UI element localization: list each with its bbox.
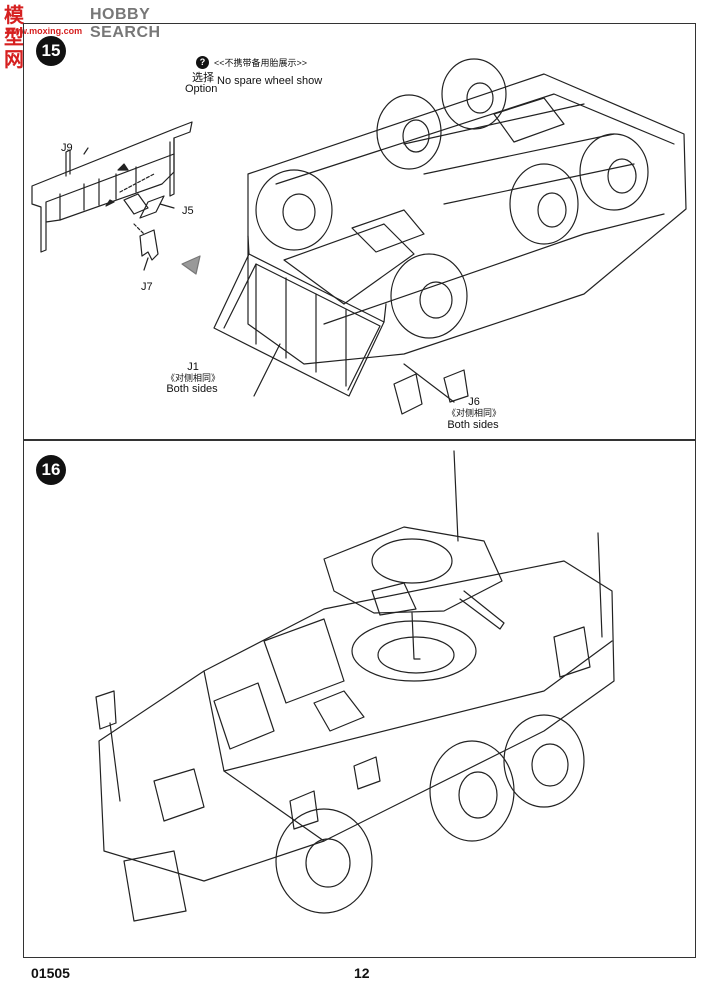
frame-j1-drawing xyxy=(213,235,387,397)
step-16-drawing xyxy=(95,450,615,922)
option-note-en: No spare wheel show xyxy=(217,75,323,87)
watermark-logo: 模型网 xyxy=(4,3,25,71)
part-label-j7: J7 xyxy=(141,281,153,293)
turret-drawing xyxy=(323,526,505,660)
antenna-drawing xyxy=(453,450,603,638)
part-j6-note-zh: 《对侧相同》 xyxy=(446,408,501,418)
part-label-j6: J6 xyxy=(468,396,480,408)
watermark-url: www.moxing.com xyxy=(6,26,83,36)
wheel-drawing xyxy=(255,58,649,339)
watermark-text: HOBBY SEARCH xyxy=(90,6,161,41)
part-j6-note-en: Both sides xyxy=(447,419,499,431)
step-16-panel: 16 xyxy=(23,440,696,958)
part-j1-note-zh: 《对侧相同》 xyxy=(165,373,220,383)
bumper-j9-drawing xyxy=(31,121,193,253)
arrow-icon xyxy=(181,255,201,275)
step-15-drawing xyxy=(31,58,687,415)
option-label-en: Option xyxy=(185,83,218,95)
vehicle-hull-drawing xyxy=(98,560,615,882)
step-15-panel: 15 ? <<不携带备用胎展示>> 选择 Option No spare whe… xyxy=(23,23,696,440)
step-j6-drawing xyxy=(83,147,469,415)
part-j1-note-en: Both sides xyxy=(166,383,218,395)
bracket-j7-drawing xyxy=(133,223,159,261)
part-label-j9: J9 xyxy=(61,142,73,154)
option-note-zh: <<不携带备用胎展示>> xyxy=(214,58,308,68)
bracket-j5-drawing xyxy=(105,163,165,219)
wheel-drawing xyxy=(123,714,585,922)
option-label-zh: 选择 xyxy=(192,72,214,84)
fittings-drawing xyxy=(95,626,591,830)
page-number: 12 xyxy=(354,965,370,981)
part-label-j5: J5 xyxy=(182,205,194,217)
part-label-j1: J1 xyxy=(187,361,199,373)
product-code: 01505 xyxy=(31,965,70,981)
question-icon: ? xyxy=(196,56,209,69)
vehicle-chassis-drawing xyxy=(247,73,687,365)
step-16-badge: 16 xyxy=(36,455,66,485)
step-15-badge: 15 xyxy=(36,36,66,66)
